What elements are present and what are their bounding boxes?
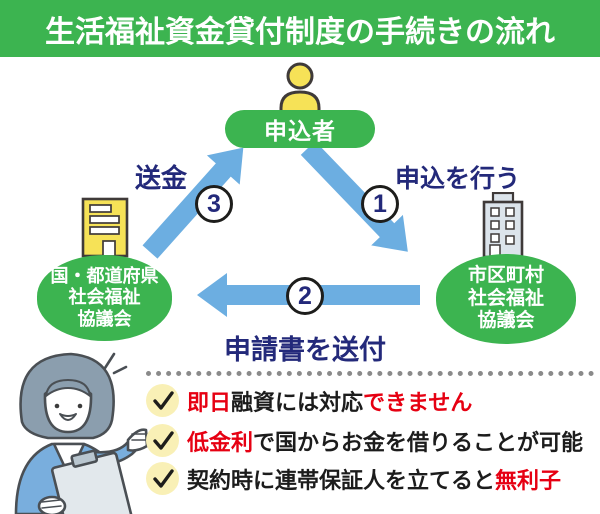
applicant-label: 申込者 (225, 110, 375, 148)
check-icon (146, 424, 179, 457)
org-left-bubble: 国・都道府県 社会福祉 協議会 (37, 255, 172, 341)
arrow-step-3-icon (142, 147, 244, 259)
step-label-remit: 送金 (135, 163, 188, 193)
note-text-segment: 低金利 (187, 429, 254, 455)
notes-separator (146, 371, 594, 376)
step-number-3: 3 (195, 185, 233, 223)
header-banner: 生活福祉資金貸付制度の手続きの流れ (0, 0, 600, 57)
step-number-1: 1 (361, 185, 399, 223)
applicant-label-text: 申込者 (264, 118, 336, 144)
step-number-2-text: 2 (298, 281, 312, 310)
note-text-segment: 契約時に連帯保証人を立てると (187, 467, 496, 493)
org-left-line2: 社会福祉 (68, 287, 141, 308)
org-left-line3: 協議会 (77, 308, 132, 329)
note-text: 即日融資には対応できません (187, 385, 472, 417)
arrow-step-1-icon (300, 141, 408, 252)
org-right-line1: 市区町村 (467, 265, 544, 287)
note-text: 低金利で国からお金を借りることが可能 (187, 425, 583, 457)
note-text-segment: 融資には対応 (231, 389, 364, 415)
step-label-send-form: 申請書を送付 (224, 335, 386, 365)
note-text-segment: できません (363, 389, 473, 415)
step-number-2: 2 (286, 277, 324, 315)
check-icon (146, 384, 179, 417)
note-text-segment: で国からお金を借りることが可能 (253, 429, 584, 455)
note-item-3: 契約時に連帯保証人を立てると無利子 (146, 462, 561, 495)
org-right-line3: 協議会 (477, 310, 535, 332)
building-icon-yellow (81, 197, 129, 258)
org-right-bubble: 市区町村 社会福祉 協議会 (436, 254, 576, 344)
org-left-line1: 国・都道府県 (50, 266, 159, 287)
step-number-1-text: 1 (373, 189, 387, 218)
step-label-apply: 申込を行う (395, 165, 521, 193)
page-title: 生活福祉資金貸付制度の手続きの流れ (45, 15, 555, 49)
org-right-line2: 社会福祉 (467, 287, 544, 309)
note-text-segment: 無利子 (495, 467, 562, 493)
note-text: 契約時に連帯保証人を立てると無利子 (187, 463, 561, 495)
building-icon-gray (482, 192, 524, 258)
note-text-segment: 即日 (187, 389, 232, 415)
person-icon (279, 62, 321, 113)
note-item-2: 低金利で国からお金を借りることが可能 (146, 424, 583, 457)
note-item-1: 即日融資には対応できません (146, 384, 472, 417)
advisor-illustration (14, 352, 148, 514)
step-number-3-text: 3 (207, 189, 221, 218)
check-icon (146, 462, 179, 495)
